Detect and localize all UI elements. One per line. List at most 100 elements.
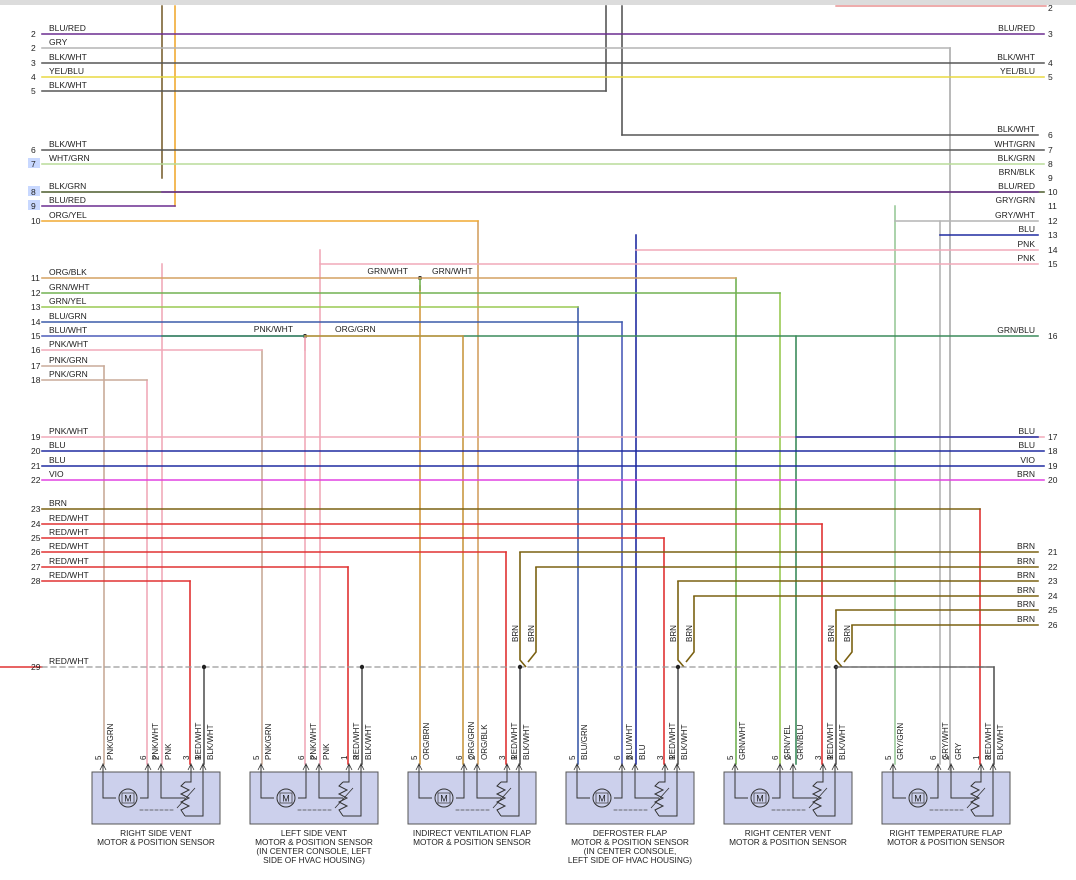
right-wire-label: WHT/GRN [994, 139, 1035, 149]
internal-wire [659, 778, 678, 817]
pin-arrow [573, 763, 581, 771]
left-pin-number: 14 [31, 317, 41, 327]
brn-jumper [835, 610, 843, 668]
pin-highlight-9 [28, 186, 40, 196]
internal-wire [185, 778, 192, 783]
pin-label: RED/WHT [984, 723, 993, 760]
pin-label: BLK/WHT [364, 724, 373, 760]
vertical-wires [0, 0, 1076, 771]
sensor-resistor-icon [811, 781, 823, 817]
motor-icon [753, 792, 767, 804]
pin-number: 5 [726, 755, 735, 760]
pin-arrow [302, 763, 310, 771]
right-pin-number: 8 [1048, 159, 1053, 169]
left-wire-label: PNK/WHT [49, 426, 88, 436]
internal-wire [102, 778, 116, 799]
left-pin-number: 23 [31, 504, 41, 514]
pin-number: 3 [182, 755, 191, 760]
component-title: MOTOR & POSITION SENSOR [413, 837, 531, 847]
left-wire-label: RED/WHT [49, 527, 89, 537]
pin-number: 3 [656, 755, 665, 760]
left-wire-label: WHT/GRN [49, 153, 90, 163]
pin-number: 2 [784, 755, 793, 760]
pin-arrow [618, 763, 626, 771]
pin-arrow [99, 763, 107, 771]
component-title: RIGHT SIDE VENT [120, 828, 192, 838]
left-wire-label: RED/WHT [49, 541, 89, 551]
right-pin-number: 2 [1048, 3, 1053, 13]
right-pin-number: 6 [1048, 130, 1053, 140]
right-pin-number: 5 [1048, 72, 1053, 82]
ground-dot [517, 664, 523, 670]
left-wire-label: BLK/WHT [49, 52, 87, 62]
component-title: (IN CENTER CONSOLE, LEFT [256, 846, 371, 856]
pin-number: 5 [252, 755, 261, 760]
left-wire-label: ORG/YEL [49, 210, 87, 220]
right-pin-number: 16 [1048, 331, 1058, 341]
left-pin-number: 4 [31, 72, 36, 82]
left-wire-label: ORG/BLK [49, 267, 87, 277]
right-pin-number: 10 [1048, 187, 1058, 197]
internal-wire [930, 778, 939, 799]
pin-label: ORG/BRN [422, 722, 431, 760]
pin-label: PNK [322, 743, 331, 760]
left-wire-label: BLU/RED [49, 195, 86, 205]
internal-wire [950, 778, 975, 799]
pin-number: 2 [310, 755, 319, 760]
right-wire-label: BLK/GRN [998, 153, 1035, 163]
component-title: MOTOR & POSITION SENSOR [97, 837, 215, 847]
left-wire-label: PNK/GRN [49, 355, 88, 365]
pin-number: 5 [568, 755, 577, 760]
right-wire-label: BRN [1017, 469, 1035, 479]
pin-arrow [503, 763, 511, 771]
pin-label: PNK/WHT [309, 723, 318, 760]
ground-dot [359, 664, 365, 670]
left-wire-label: RED/WHT [49, 556, 89, 566]
right-wire-label: BRN [1017, 614, 1035, 624]
splice-label: GRN/WHT [367, 266, 408, 276]
left-wire-label: BLK/GRN [49, 181, 86, 191]
pin-label: BLK/WHT [838, 724, 847, 760]
motor-icon: M [914, 794, 922, 804]
left-pin-number: 2 [31, 29, 36, 39]
right-pin-number: 3 [1048, 29, 1053, 39]
right-wire-label: BLU [1018, 426, 1035, 436]
pin-label: RED/WHT [352, 723, 361, 760]
pin-arrow [889, 763, 897, 771]
internal-wire [343, 778, 362, 817]
pin-number: 2 [152, 755, 161, 760]
pin-number: 3 [814, 755, 823, 760]
pin-arrow [819, 763, 827, 771]
ground-bus [41, 664, 995, 670]
pin-label: PNK [164, 743, 173, 760]
pin-number: 6 [613, 755, 622, 760]
internal-wire [634, 778, 659, 799]
splice-label: PNK/WHT [254, 324, 293, 334]
left-pin-number: 18 [31, 375, 41, 385]
right-wire-label: GRN/BLU [997, 325, 1035, 335]
pin-label: GRN/BLU [796, 724, 805, 760]
right-wire-label: VIO [1020, 455, 1035, 465]
internal-wire [975, 778, 994, 817]
pin-number: 1 [826, 755, 835, 760]
sensor-resistor-icon [179, 781, 191, 817]
pin-number: 6 [771, 755, 780, 760]
ground-dot [675, 664, 681, 670]
left-pin-number: 10 [31, 216, 41, 226]
pin-label: PNK/GRN [264, 723, 273, 760]
internal-wire [792, 778, 817, 799]
right-pin-number: 21 [1048, 547, 1058, 557]
left-pin-number: 11 [31, 273, 40, 283]
internal-wire [140, 778, 149, 799]
left-wire-label: BRN [49, 498, 67, 508]
component-title: RIGHT TEMPERATURE FLAP [890, 828, 1003, 838]
pin-label: GRN/YEL [783, 724, 792, 760]
right-wire-label: BLU [1018, 224, 1035, 234]
horizontal-wires [0, 5, 1047, 668]
left-wire-label: GRN/YEL [49, 296, 87, 306]
pin-arrow [515, 763, 523, 771]
left-wire-label: PNK/GRN [49, 369, 88, 379]
pin-label: BLK/WHT [522, 724, 531, 760]
